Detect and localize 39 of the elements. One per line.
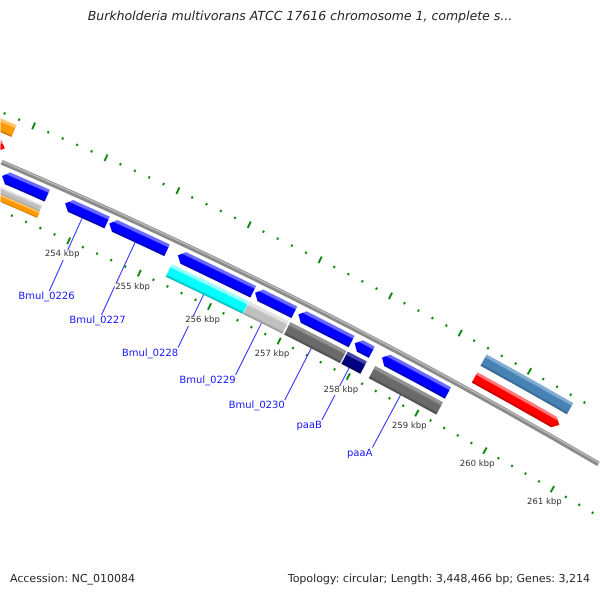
- tick-label: 258 kbp: [322, 386, 360, 396]
- gene-label: Bmul_0230: [228, 400, 285, 412]
- gene-label: paaB: [296, 420, 322, 432]
- gene-bar: [0, 118, 17, 138]
- pointed-gene-bar: [109, 220, 170, 256]
- gene-label: Bmul_0229: [179, 375, 236, 386]
- tick-label: 256 kbp: [184, 316, 221, 326]
- gene-label: Bmul_0226: [18, 291, 75, 302]
- pointed-gene-bar: [2, 172, 50, 202]
- tick-label: 260 kbp: [458, 460, 496, 470]
- pointed-gene-bar: [178, 252, 256, 298]
- tick-label: 255 kbp: [114, 282, 151, 293]
- gene-bar: [368, 366, 444, 415]
- pointed-gene-bar: [382, 354, 452, 399]
- leader-line: [372, 394, 401, 448]
- pointed-gene-bar: [298, 311, 355, 348]
- tick-label: 254 kbp: [44, 250, 80, 260]
- gene-bar: [0, 186, 42, 212]
- pointed-gene-bar: [354, 340, 375, 358]
- gene-bar: [243, 302, 289, 334]
- tick-label: 259 kbp: [390, 422, 428, 432]
- pointed-gene-bar: [255, 290, 298, 318]
- gene-label: paaA: [346, 448, 372, 459]
- gene-bar: [341, 351, 367, 374]
- map-title: Burkholderia multivorans ATCC 17616 chromosome 1, complete s...: [88, 9, 512, 24]
- leader-line: [100, 242, 136, 316]
- gene-bar: [480, 354, 574, 414]
- leader-line: [284, 348, 312, 400]
- footer-text: Accession: NC_010084: [10, 573, 136, 586]
- gene-label: Bmul_0227: [69, 315, 126, 326]
- pointed-gene-bar: [472, 372, 560, 428]
- footer-text: Topology: circular; Length: 3,448,466 bp; Genes: 3,214: [288, 573, 590, 586]
- gene-label: Bmul_0228: [122, 348, 178, 359]
- pointed-gene-bar: [65, 200, 110, 228]
- gene-bar: [166, 264, 249, 314]
- pointed-gene-bar: [0, 140, 5, 150]
- gene-bar: [0, 194, 40, 218]
- tick-label: 257 kbp: [254, 350, 290, 360]
- tick-label: 261 kbp: [526, 498, 563, 508]
